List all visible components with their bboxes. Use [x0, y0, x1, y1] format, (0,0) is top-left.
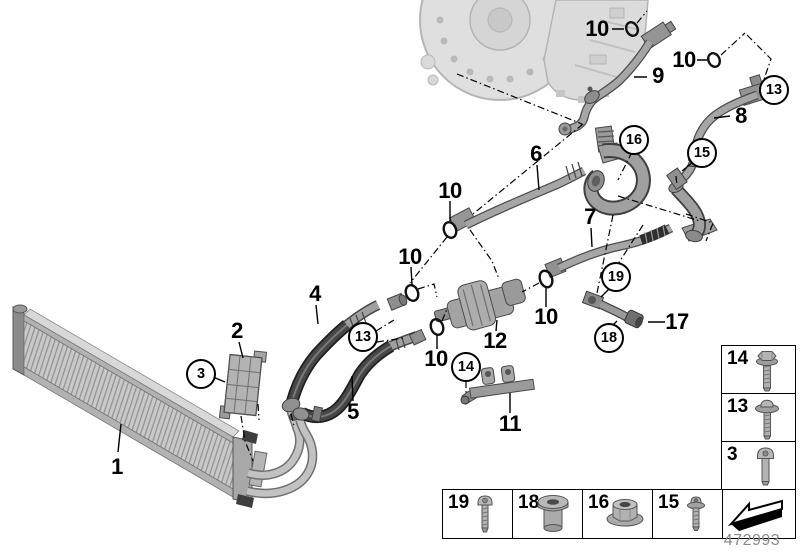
legend-item-13[interactable]: 13 [721, 393, 796, 443]
legend-item-14[interactable]: 14 [721, 345, 796, 395]
callout-10d[interactable]: 10 [398, 244, 422, 269]
callout-12[interactable]: 12 [483, 328, 507, 353]
flange-nut-icon [606, 499, 644, 527]
legend-label-18: 18 [518, 492, 540, 513]
callout-10e[interactable]: 10 [534, 304, 558, 329]
callout-6[interactable]: 6 [530, 141, 542, 166]
mounting-bracket [218, 350, 268, 420]
leader-lines [117, 28, 764, 453]
callout-11[interactable]: 11 [498, 411, 522, 436]
callout-14-circled[interactable]: 14 [451, 352, 481, 382]
legend-label-15: 15 [658, 492, 680, 513]
flange-washer-bolt-icon [755, 399, 779, 440]
legend-label-19: 19 [448, 492, 470, 513]
drawing-part-number: 472993 [723, 532, 781, 549]
pan-head-screw-icon [477, 495, 493, 533]
callout-13-circled-b[interactable]: 13 [348, 322, 378, 352]
looped-pipe-assembly [583, 125, 651, 216]
bushing-icon [537, 495, 569, 532]
callout-4[interactable]: 4 [309, 281, 321, 306]
callout-19-circled[interactable]: 19 [601, 262, 631, 292]
callout-18-circled[interactable]: 18 [594, 323, 624, 353]
legend-item-18[interactable]: 18 [512, 489, 584, 539]
oil-pipe-6 [448, 161, 587, 233]
callout-1[interactable]: 1 [111, 454, 123, 479]
legend-item-19[interactable]: 19 [442, 489, 514, 539]
callout-10a[interactable]: 10 [585, 16, 609, 41]
holder-bracket-11 [460, 365, 535, 405]
legend-item-16[interactable]: 16 [582, 489, 654, 539]
thermostat-valve [433, 278, 526, 331]
o-ring-seals [404, 21, 721, 336]
callout-2[interactable]: 2 [231, 318, 243, 343]
hex-flange-bolt-icon [756, 351, 778, 392]
reference-lines [240, 10, 772, 462]
callout-10f[interactable]: 10 [424, 346, 448, 371]
direction-arrow-icon [727, 499, 783, 531]
callout-10b[interactable]: 10 [672, 47, 696, 72]
oil-hose-5 [292, 328, 427, 424]
washer-screw-icon [686, 496, 705, 531]
callout-13-circled-a[interactable]: 13 [759, 75, 789, 105]
callout-9[interactable]: 9 [652, 63, 664, 88]
oil-hose-4 [281, 292, 408, 421]
elbow-connector-assembly [668, 180, 718, 243]
callout-17[interactable]: 17 [665, 309, 689, 334]
callout-5[interactable]: 5 [347, 399, 359, 424]
callout-8[interactable]: 8 [735, 103, 747, 128]
callout-10c[interactable]: 10 [438, 178, 462, 203]
support-bracket-17 [581, 290, 644, 329]
legend-label-13: 13 [727, 396, 749, 417]
callout-15-circled[interactable]: 15 [687, 138, 717, 168]
legend-label-14: 14 [727, 348, 749, 369]
legend-item-direction-arrow[interactable] [721, 489, 796, 539]
pan-head-screw-icon [757, 447, 774, 486]
legend-item-3[interactable]: 3 [721, 441, 796, 491]
callout-7[interactable]: 7 [584, 204, 596, 229]
oil-pipe-7 [544, 224, 674, 279]
legend-item-15[interactable]: 15 [652, 489, 723, 539]
legend-label-3: 3 [727, 444, 738, 465]
callout-3-circled[interactable]: 3 [186, 359, 216, 389]
callout-16-circled[interactable]: 16 [619, 125, 649, 155]
legend-label-16: 16 [588, 492, 610, 513]
